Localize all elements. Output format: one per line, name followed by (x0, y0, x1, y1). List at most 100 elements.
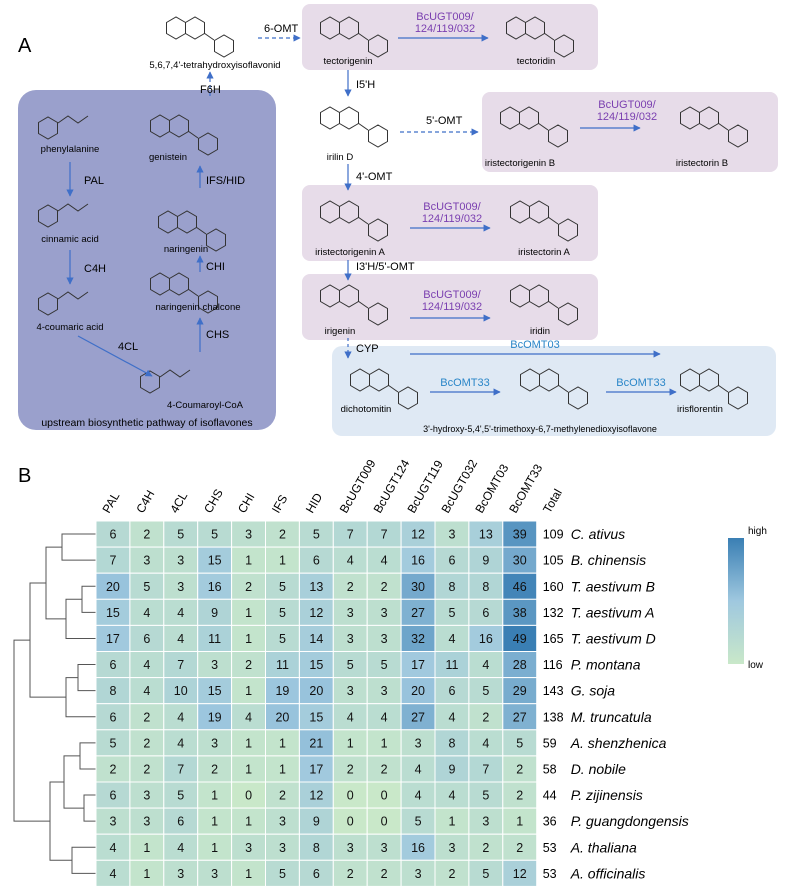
heatmap-cell-value: 1 (245, 815, 252, 829)
chalcone-structure (150, 272, 218, 314)
heatmap-cell-value: 7 (109, 554, 116, 568)
dendrogram-branch (81, 585, 96, 613)
species-label: P. zijinensis (571, 787, 643, 803)
species-label: A. shenzhenica (570, 735, 667, 751)
heatmap-cell-value: 3 (347, 606, 354, 620)
heatmap-cell (197, 859, 233, 887)
enzyme-4omt: 4'-OMT (356, 171, 393, 183)
heatmap-cell (231, 859, 267, 887)
genistein-structure (150, 114, 218, 156)
dendrogram-branch (65, 598, 96, 639)
heatmap-cell (95, 729, 131, 757)
heatmap-cell-value: 2 (482, 710, 489, 724)
heatmap-cell-value: 3 (347, 684, 354, 698)
heatmap-cell-value: 1 (245, 632, 252, 646)
species-label: G. soja (571, 683, 616, 699)
color-legend: high low (728, 526, 767, 671)
iristectorigeninA-structure (320, 200, 388, 242)
label-irisflorentin: irisflorentin (677, 404, 723, 415)
heatmap-cell-value: 16 (479, 632, 493, 646)
heatmap-cell (129, 572, 165, 600)
enzyme-ifs: IFS/HID (206, 175, 245, 187)
heatmap-cell-value: 5 (177, 789, 184, 803)
omt-box (332, 346, 776, 436)
heatmap-cell (197, 729, 233, 757)
heatmap-cell (434, 598, 470, 626)
heatmap-cell (434, 520, 470, 548)
heatmap-cell (129, 833, 165, 861)
heatmap-cell-value: 0 (347, 815, 354, 829)
label-tectorigenin: tectorigenin (323, 56, 372, 67)
legend-high: high (748, 526, 767, 537)
species-label: A. officinalis (570, 865, 646, 881)
heatmap-cell-value: 1 (279, 554, 286, 568)
heatmap-cell-value: 28 (513, 658, 527, 672)
heatmap-cell-value: 2 (347, 762, 354, 776)
heatmap-cell-value: 5 (448, 606, 455, 620)
heatmap-cell-value: 17 (411, 658, 425, 672)
heatmap-cell (197, 781, 233, 809)
heatmap-cell-value: 3 (211, 736, 218, 750)
label-tectoridin: tectoridin (517, 56, 556, 67)
heatmap-cell-value: 5 (279, 606, 286, 620)
heatmap-cell-value: 4 (448, 632, 455, 646)
species-label: T. aestivum D (571, 630, 656, 646)
heatmap-cell-value: 3 (347, 632, 354, 646)
heatmap-cell-value: 7 (177, 658, 184, 672)
heatmap-cell-value: 4 (347, 554, 354, 568)
column-header-chi: CHI (235, 491, 257, 516)
heatmap-cell (95, 859, 131, 887)
heatmap-cell-value: 11 (208, 632, 221, 646)
naringenin-structure (158, 210, 226, 252)
heatmap-cell-value: 11 (445, 658, 458, 672)
heatmap-cell (95, 598, 131, 626)
heatmap-cell-value: 15 (208, 684, 222, 698)
heatmap-cell (434, 624, 470, 653)
heatmap-cell-value: 1 (245, 606, 252, 620)
heatmap-cell (366, 703, 402, 731)
row-total: 160 (543, 580, 564, 594)
heatmap-cell (163, 598, 199, 626)
dendrogram-branch (29, 582, 66, 698)
enzyme-omt33-b: BcOMT33 (616, 377, 666, 389)
row-total: 132 (543, 606, 564, 620)
column-header-bcomt33: BcOMT33 (506, 461, 545, 515)
heatmap-cell-value: 4 (415, 789, 422, 803)
heatmap-cell-value: 9 (482, 554, 489, 568)
heatmap-cell (197, 598, 233, 626)
heatmap-cell-value: 10 (174, 684, 188, 698)
heatmap-cell-value: 27 (411, 606, 425, 620)
heatmap-cell-value: 3 (211, 658, 218, 672)
heatmap-cell-value: 17 (106, 632, 120, 646)
heatmap-cell-value: 3 (415, 867, 422, 881)
heatmap-cell-value: 5 (109, 736, 116, 750)
heatmap-cell (298, 729, 334, 757)
heatmap-cell (366, 807, 402, 835)
dendrogram-branch (83, 794, 96, 822)
legend-low: low (748, 660, 764, 671)
heatmap-cell-value: 3 (245, 841, 252, 855)
heatmap-cell-value: 13 (309, 580, 323, 594)
ugt-label-4-line-1: BcUGT009/ (423, 289, 481, 301)
heatmap-cell-value: 2 (143, 528, 150, 542)
heatmap-cell (95, 755, 131, 783)
heatmap-cell (265, 546, 300, 574)
heatmap-cell (502, 651, 538, 679)
heatmap-cell-value: 5 (279, 580, 286, 594)
heatmap-cell (231, 598, 267, 626)
heatmap-cell-value: 3 (177, 580, 184, 594)
heatmap-cell (265, 807, 300, 835)
heatmap-cell (366, 755, 402, 783)
dendrogram (13, 533, 96, 874)
heatmap-cell (502, 729, 538, 757)
heatmap-cell-value: 13 (479, 528, 493, 542)
heatmap-cell-value: 2 (143, 736, 150, 750)
heatmap-cell-value: 16 (208, 580, 222, 594)
heatmap-cell-value: 15 (106, 606, 120, 620)
heatmap-cell-value: 5 (482, 684, 489, 698)
label-iristectorinB: iristectorin B (676, 158, 728, 169)
column-header-total: Total (540, 487, 565, 516)
heatmap-cell (265, 755, 300, 783)
heatmap-cell-value: 2 (448, 867, 455, 881)
dendrogram-branch (63, 755, 84, 809)
